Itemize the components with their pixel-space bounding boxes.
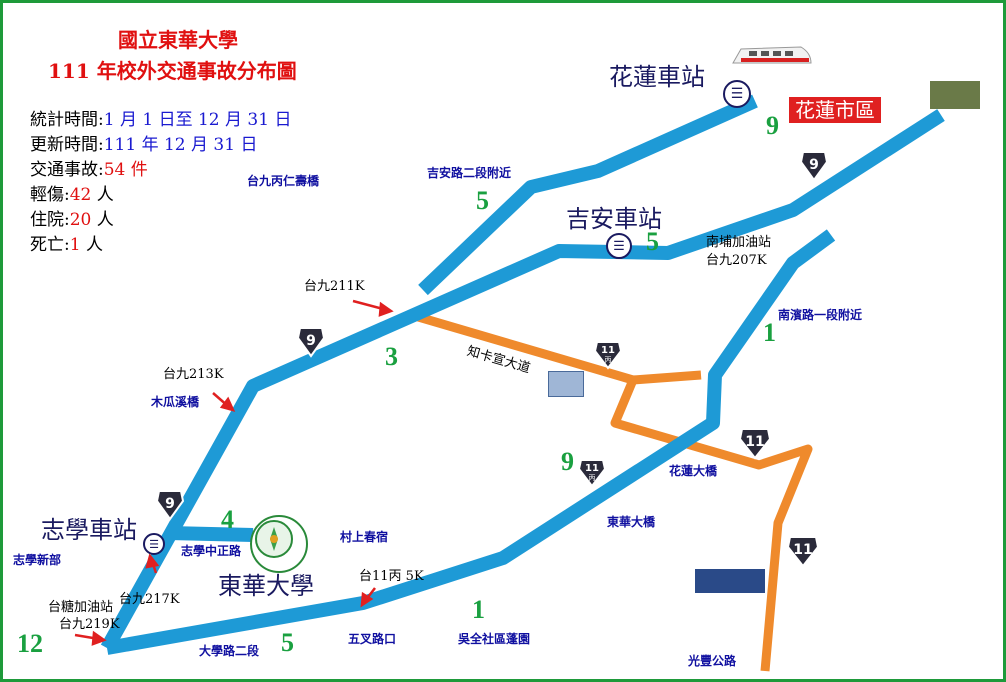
road-t11c-branch: [610, 378, 813, 672]
svg-text:丙: 丙: [605, 356, 612, 364]
stat-label: 輕傷:: [30, 185, 70, 205]
place-daxue-rd: 大學路二段: [199, 644, 260, 658]
svg-text:11: 11: [585, 463, 599, 474]
place-guangfeng: 光豐公路: [688, 654, 737, 668]
university-logo: [250, 515, 308, 573]
svg-text:11: 11: [793, 542, 812, 558]
count-campus: 5: [281, 628, 294, 657]
resort-photo: [695, 569, 765, 593]
station-hualien: 花蓮車站: [609, 63, 705, 91]
svg-text:9: 9: [165, 496, 175, 512]
place-mugua: 木瓜溪橋: [151, 395, 200, 409]
campus-label: 東華大學: [218, 572, 314, 600]
place-tangye-1: 台糖加油站: [48, 600, 114, 615]
stat-label: 死亡:: [30, 235, 70, 255]
svg-text:11: 11: [745, 434, 764, 450]
map-title: 國立東華大學: [118, 28, 238, 52]
stat-value: 42: [69, 185, 92, 205]
place-211k: 台九211K: [304, 279, 365, 294]
station-zhixue: 志學車站: [41, 516, 137, 544]
count-t11c: 9: [561, 447, 574, 476]
place-hualian-bridge: 花蓮大橋: [669, 464, 718, 478]
stat-row: 交通事故:54 件: [30, 162, 148, 179]
stat-row: 住院:20 人: [30, 212, 114, 229]
stat-row: 統計時間:1 月 1 日至 12 月 31 日: [30, 112, 291, 129]
road-zhixue-connector: [168, 526, 254, 542]
gate-photo: [548, 371, 584, 397]
place-wuquan: 吳全社區蓬園: [458, 632, 531, 646]
count-city: 9: [766, 111, 779, 140]
place-t11b: 台11丙 5K: [359, 569, 424, 584]
stat-label: 交通事故:: [30, 160, 104, 180]
place-nanpu-2: 台九207K: [706, 253, 767, 268]
map-subtitle: 111 年校外交通事故分布圖: [48, 59, 297, 83]
stat-value: 20: [69, 210, 92, 230]
stat-unit: 人: [80, 235, 103, 255]
place-tangye-2: 台九219K: [59, 617, 120, 632]
stat-label: 統計時間:: [30, 110, 104, 130]
road-t9-main: [418, 94, 758, 296]
place-217k: 台九217K: [119, 592, 180, 607]
highway-9-shield: 9: [296, 326, 326, 358]
place-donghua-bridge: 東華大橋: [607, 515, 656, 529]
city-photo: [930, 81, 980, 109]
highway-9-shield: 9: [799, 150, 829, 182]
place-zhixue-zz: 志學中正路: [181, 544, 242, 558]
count-t211: 3: [385, 342, 398, 371]
train-station-icon: ☰: [143, 533, 165, 555]
stat-label: 住院:: [30, 210, 70, 230]
train-station-icon: ☰: [606, 233, 632, 259]
stat-value: 54 件: [103, 160, 148, 180]
svg-text:9: 9: [809, 157, 819, 173]
train-illustration: [731, 41, 813, 69]
place-jian-rd: 吉安路二段附近: [427, 166, 512, 180]
place-213k: 台九213K: [163, 367, 224, 382]
stat-value: 111 年 12 月 31 日: [103, 135, 258, 155]
stat-unit: 人: [91, 185, 114, 205]
count-wuquan: 1: [472, 595, 485, 624]
place-nanpu-1: 南埔加油站: [706, 235, 772, 250]
stat-row: 更新時間:111 年 12 月 31 日: [30, 137, 257, 154]
svg-text:丙: 丙: [589, 474, 596, 482]
stat-unit: 人: [91, 210, 114, 230]
stat-row: 輕傷:42 人: [30, 187, 114, 204]
svg-text:11: 11: [601, 345, 615, 356]
train-station-icon: ☰: [723, 80, 751, 108]
place-renshou: 台九丙仁壽橋: [247, 174, 320, 188]
place-zhixue-xinbu: 志學新部: [13, 553, 62, 567]
count-zhixue-area: 12: [17, 629, 43, 658]
place-wucha: 五叉路口: [348, 632, 397, 646]
count-jian-rd: 5: [476, 186, 489, 215]
stat-row: 死亡:1 人: [30, 237, 103, 254]
highway-11-shield: 11: [786, 534, 820, 568]
place-nanbin: 南濱路一段附近: [778, 308, 863, 322]
stat-value: 1: [69, 235, 81, 255]
count-zhixue-rd: 4: [221, 505, 234, 534]
highway-11-shield: 11: [738, 426, 772, 460]
highway-9-shield: 9: [155, 489, 185, 521]
svg-text:9: 9: [306, 333, 316, 349]
count-jian-station: 5: [646, 227, 659, 256]
stat-label: 更新時間:: [30, 135, 104, 155]
count-nanbin: 1: [763, 318, 776, 347]
place-cunshang: 村上春宿: [340, 530, 389, 544]
stat-value: 1 月 1 日至 12 月 31 日: [103, 110, 292, 130]
station-jian: 吉安車站: [566, 205, 662, 233]
city-label: 花蓮市區: [789, 97, 881, 123]
